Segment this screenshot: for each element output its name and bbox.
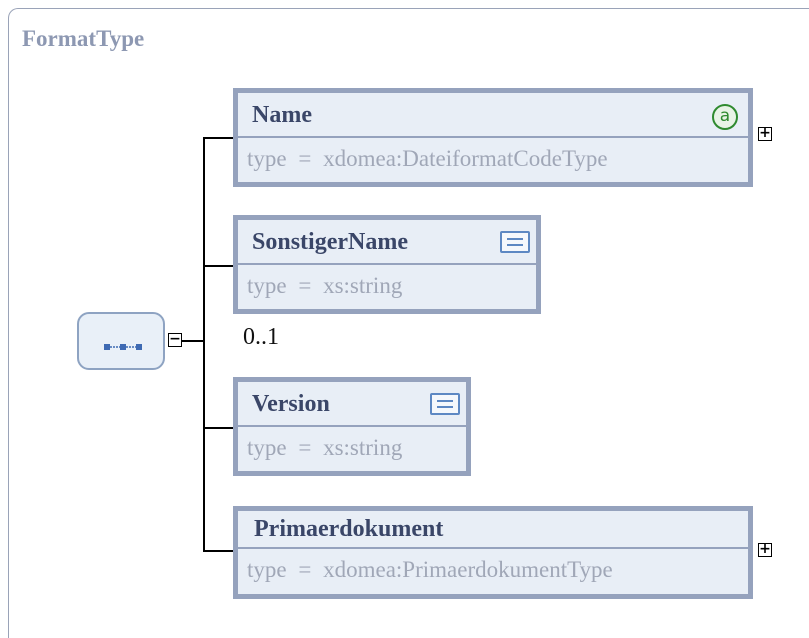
type-equals: = xyxy=(298,557,312,582)
connector-branch-sonstigername xyxy=(203,265,236,267)
connector-branch-name xyxy=(203,137,236,139)
complex-type-frame xyxy=(8,8,809,638)
sequence-compositor-icon xyxy=(104,344,142,350)
element-type: type = xdomea:PrimaerdokumentType xyxy=(247,557,613,583)
type-equals: = xyxy=(298,435,312,460)
type-value: xdomea:DateiformatCodeType xyxy=(323,146,608,171)
type-label: type xyxy=(247,273,287,298)
connector-branch-primaerdokument xyxy=(203,550,236,552)
sequence-compositor[interactable] xyxy=(77,312,165,370)
primaerdokument-expand-button[interactable]: + xyxy=(758,541,772,557)
sequence-collapse-button[interactable]: − xyxy=(168,331,182,347)
element-version-box[interactable]: Version type = xs:string xyxy=(233,377,471,476)
element-separator xyxy=(238,547,748,549)
element-separator xyxy=(238,425,466,427)
type-value: xs:string xyxy=(323,435,403,460)
cardinality-label: 0..1 xyxy=(243,324,279,350)
element-sonstigername-label: SonstigerName xyxy=(252,229,408,255)
type-value: xs:string xyxy=(323,273,403,298)
element-sonstigername-box[interactable]: SonstigerName type = xs:string xyxy=(233,215,541,314)
element-name-label: Name xyxy=(252,102,312,128)
element-separator xyxy=(238,136,748,138)
type-label: type xyxy=(247,146,287,171)
element-type: type = xdomea:DateiformatCodeType xyxy=(247,146,608,172)
connector-trunk xyxy=(203,137,205,552)
documentation-icon xyxy=(500,231,530,253)
name-expand-button[interactable]: + xyxy=(758,125,772,141)
type-equals: = xyxy=(298,146,312,171)
type-label: type xyxy=(247,557,287,582)
element-type: type = xs:string xyxy=(247,435,402,461)
element-separator xyxy=(238,263,536,265)
complex-type-title: FormatType xyxy=(22,26,145,51)
attribute-icon: a xyxy=(712,104,738,130)
element-primaerdokument-label: Primaerdokument xyxy=(254,516,444,542)
type-value: xdomea:PrimaerdokumentType xyxy=(323,557,613,582)
element-version-label: Version xyxy=(252,391,330,417)
connector-branch-version xyxy=(203,427,236,429)
type-equals: = xyxy=(298,273,312,298)
documentation-icon xyxy=(430,393,460,415)
element-name-box[interactable]: Name a type = xdomea:DateiformatCodeType xyxy=(233,88,753,187)
connector-seq-to-branch xyxy=(182,340,204,342)
element-type: type = xs:string xyxy=(247,273,402,299)
type-label: type xyxy=(247,435,287,460)
element-primaerdokument-box[interactable]: Primaerdokument type = xdomea:Primaerdok… xyxy=(233,506,753,599)
